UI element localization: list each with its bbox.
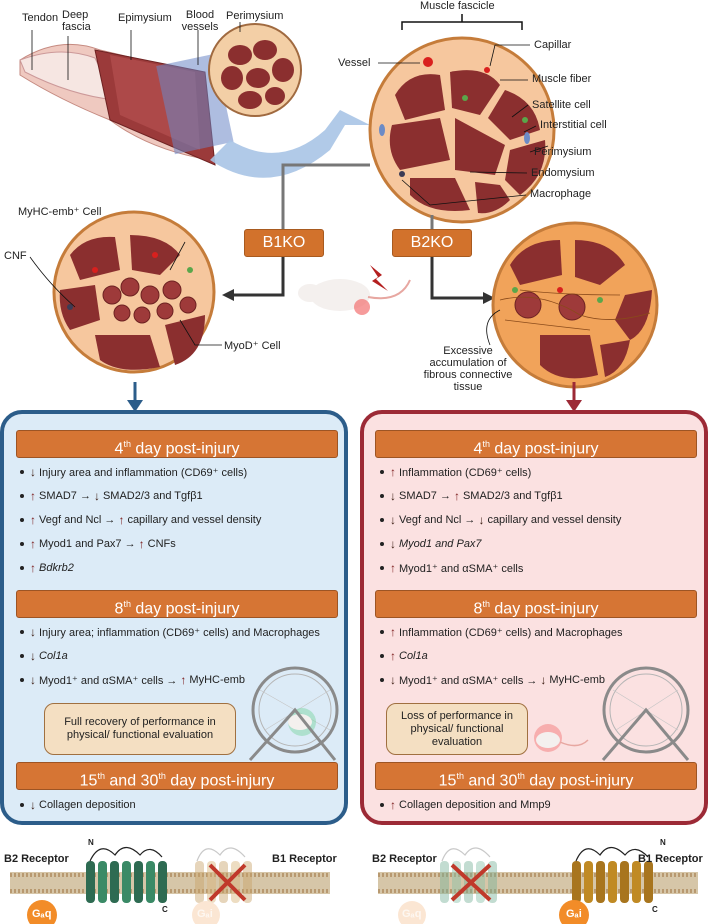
c-terminus-label: C [162,905,168,914]
list-item: ↑Myod1 and Pax7 →↑CNFs [20,535,261,553]
rat-illustration [298,265,411,315]
label-capillar: Capillar [534,39,572,51]
label-satellite-cell: Satellite cell [532,99,591,111]
b1ko-day4-header: 4th day post-injury [16,430,338,458]
zoom-arrow [210,110,370,178]
list-item: ↓Myod1 and Pax7 [380,535,621,553]
left-membrane [10,872,330,894]
gq-label-right: Gₐq [402,908,422,920]
b1ko-day8-list: ↓Injury area; inflammation (CD69⁺ cells)… [20,623,320,689]
label-deep-fascia: Deep fascia [62,9,91,33]
list-item: ↑Inflammation (CD69⁺ cells) [380,463,621,481]
b1ko-performance-note: Full recovery of performance in physical… [44,703,236,755]
list-item: ↑Vegf and Ncl →↑capillary and vessel den… [20,511,261,529]
label-interstitial-cell: Interstitial cell [540,119,607,131]
receptor-diagrams [10,846,698,924]
b2ko-day8-header: 8th day post-injury [375,590,697,618]
list-item: ↑Myod1⁺ and αSMA⁺ cells [380,559,621,577]
list-item: ↓Myod1⁺ and αSMA⁺ cells →↓MyHC-emb [380,671,622,689]
b1-receptor-active [559,846,653,924]
list-item: ↑Bdkrb2 [20,559,261,577]
b2-receptor-active [27,846,167,924]
b1-receptor-label-right: B1 Receptor [638,853,703,865]
list-item: ↑Collagen deposition and Mmp9 [380,796,551,814]
b2ko-cross-section [491,221,659,389]
b1ko-day15-list: ↓Collagen deposition [20,796,136,814]
list-item: ↓Vegf and Ncl →↓capillary and vessel den… [380,511,621,529]
list-item: ↓Injury area and inflammation (CD69⁺ cel… [20,463,261,481]
label-vessel: Vessel [338,57,371,69]
b2ko-day4-header: 4th day post-injury [375,430,697,458]
list-item: ↓Injury area; inflammation (CD69⁺ cells)… [20,623,320,641]
label-cnf: CNF [4,250,27,262]
list-item: ↑Col1a [380,647,622,665]
label-tendon: Tendon [22,12,59,24]
label-muscle-fascicle: Muscle fascicle [420,0,495,12]
label-endomysium: Endomysium [531,167,595,179]
b1-receptor-label-left: B1 Receptor [272,853,337,865]
n-terminus-label: N [88,838,94,847]
label-macrophage: Macrophage [530,188,592,200]
b2-cross-out [450,863,492,902]
b1ko-day15-header: 15th and 30th day post-injury [16,762,338,790]
list-item: ↑SMAD7 →↓SMAD2/3 and Tgfβ1 [20,487,261,505]
label-myhc-emb-cell: MyHC-emb⁺ Cell [18,206,102,218]
injured-muscle-illustrations [29,210,659,389]
muscle-bundle [19,43,234,166]
list-item: ↓Myod1⁺ and αSMA⁺ cells →↑MyHC-emb [20,671,320,689]
right-membrane [378,872,698,894]
gi-label-right: Gₐi [566,908,582,920]
n-terminus-label-right: N [660,838,666,847]
list-item: ↑Inflammation (CD69⁺ cells) and Macropha… [380,623,622,641]
perimysium-cross-section [208,23,302,117]
gq-label-left: Gₐq [32,908,52,920]
b2ko-day15-list: ↑Collagen deposition and Mmp9 [380,796,551,814]
b2ko-tag: B2KO [392,229,472,257]
b2-receptor-label-left: B2 Receptor [4,853,69,865]
b2-receptor-label-right: B2 Receptor [372,853,437,865]
b2ko-performance-note: Loss of performance in physical/ functio… [386,703,528,755]
label-muscle-fiber: Muscle fiber [532,73,592,85]
running-wheel-icon [248,666,339,762]
label-perimysium: Perimysium [226,10,284,22]
b1ko-day8-header: 8th day post-injury [16,590,338,618]
label-perimysium-2: Perimysium [534,146,592,158]
b2ko-day8-list: ↑Inflammation (CD69⁺ cells) and Macropha… [380,623,622,689]
b1-cross-out [208,863,247,902]
resting-rat-wheel-icon [534,666,690,761]
label-blood-vessels: Blood vessels [181,9,219,33]
label-epimysium: Epimysium [118,12,172,24]
c-terminus-label-right: C [652,905,658,914]
b2ko-day4-list: ↑Inflammation (CD69⁺ cells) ↓SMAD7 →↑SMA… [380,463,621,577]
b1ko-tag: B1KO [244,229,324,257]
label-excessive-accumulation: Excessive accumulation of fibrous connec… [423,345,513,393]
list-item: ↓SMAD7 →↑SMAD2/3 and Tgfβ1 [380,487,621,505]
b1ko-day4-list: ↓Injury area and inflammation (CD69⁺ cel… [20,463,261,577]
list-item: ↓Col1a [20,647,320,665]
b1ko-cross-section [52,210,216,374]
label-myod-cell: MyoD⁺ Cell [224,340,281,352]
muscle-fascicle-diagram [368,36,556,224]
gi-label-left: Gₐi [197,908,213,920]
b2ko-day15-header: 15th and 30th day post-injury [375,762,697,790]
b1-receptor-inactive [192,847,252,924]
list-item: ↓Collagen deposition [20,796,136,814]
anatomy-illustration [19,14,556,304]
panel-arrows [127,382,582,412]
